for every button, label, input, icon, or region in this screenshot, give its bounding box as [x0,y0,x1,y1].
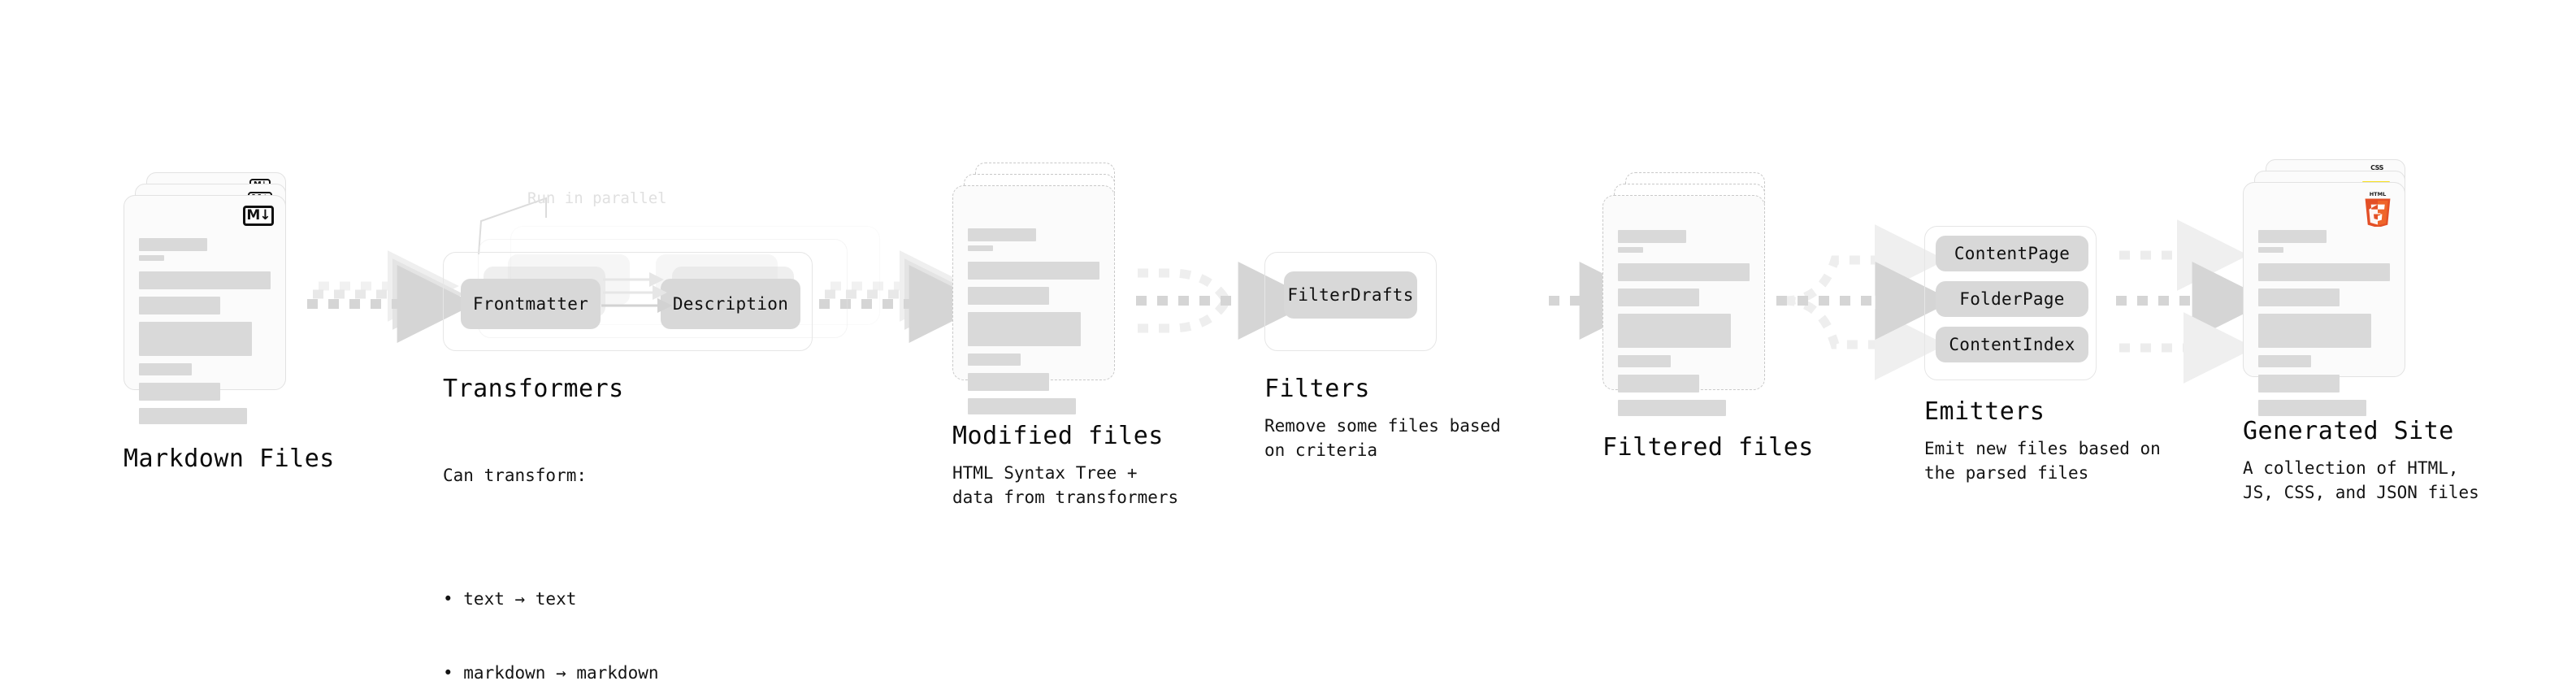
skeleton-line [139,408,247,424]
transform-list: • text → text • markdown → markdown • ht… [443,537,659,681]
modified-files-caption: Modified files HTML Syntax Tree + data f… [952,423,1178,510]
html5-logo-icon: HTML [2365,191,2391,228]
transformers-caption: Transformers Can transform: • text → tex… [443,375,659,681]
transform-list-item: • text → text [443,589,577,609]
skeleton-heading [2258,230,2327,243]
arrow-filtered-to-emitters [1776,224,1954,380]
chip-folderpage[interactable]: FolderPage [1936,281,2088,317]
markdown-skeleton [139,238,271,424]
chip-label: Frontmatter [472,294,589,314]
emitters-caption: Emitters Emit new files based on the par… [1924,398,2161,486]
skeleton-line [968,287,1050,305]
chip-contentindex[interactable]: ContentIndex [1936,327,2088,362]
skeleton-line [968,398,1076,414]
chip-label: ContentIndex [1949,335,2075,354]
skeleton-line [2258,355,2311,367]
arrow-emitters-to-site [2116,219,2270,384]
stage-description: Emit new files based on the parsed files [1924,439,2161,484]
stage-title: Modified files [952,422,1164,450]
skeleton-line [968,354,1021,366]
modified-card-front [952,185,1115,414]
emitters-group-box [1924,226,2097,380]
skeleton-line [139,383,221,401]
skeleton-line [139,322,253,356]
filtered-file-stack [1602,172,1776,416]
skeleton-line [1618,263,1750,281]
skeleton-subheading [2258,247,2283,253]
skeleton-heading [968,228,1037,241]
arrow-modified-to-filters [1136,262,1316,340]
site-skeleton [2258,230,2390,416]
transformer-inner-arrows [601,272,672,313]
svg-text:HTML: HTML [2370,191,2387,197]
markdown-file-stack: M↓ M↓ M↓ [124,172,297,424]
filtered-files-caption: Filtered files [1602,434,1814,461]
skeleton-subheading [968,245,993,251]
skeleton-line [139,271,271,289]
skeleton-heading [139,238,208,251]
markdown-badge: M↓ [243,206,274,226]
markdown-badge-label: M↓ [246,207,271,223]
arrow-markdown-to-transformers [307,250,475,343]
chip-label: Description [672,294,789,314]
stage-title: Filters [1264,375,1370,403]
chip-frontmatter[interactable]: Frontmatter [461,279,601,329]
html5-badge: HTML [2362,191,2393,228]
markdown-files-caption: Markdown Files [124,445,335,472]
chip-label: FolderPage [1959,289,2065,309]
stage-description: Can transform: • text → text • markdown … [443,414,659,681]
stage-description: HTML Syntax Tree + data from transformer… [952,463,1179,508]
chip-description[interactable]: Description [661,279,800,329]
chip-filterdrafts[interactable]: FilterDrafts [1284,271,1417,319]
chip-label: ContentPage [1954,244,2071,263]
stage-description: A collection of HTML, JS, CSS, and JSON … [2243,458,2479,503]
css-badge-label: CSS [2370,165,2383,171]
run-in-parallel-label: Run in parallel [527,189,667,207]
filters-group-box [1264,252,1437,351]
skeleton-subheading [139,255,164,261]
stage-title: Transformers [443,375,624,403]
modified-file-stack [952,163,1126,414]
skeleton-line [1618,375,1700,393]
stage-description: Remove some files based on criteria [1264,416,1501,461]
stage-title: Generated Site [2243,417,2454,445]
filtered-skeleton [1618,230,1750,416]
skeleton-line [968,373,1050,391]
skeleton-line [2258,288,2340,306]
transform-list-item: • markdown → markdown [443,663,659,681]
filtered-card-front [1602,195,1765,416]
skeleton-line [968,262,1099,280]
skeleton-heading [1618,230,1687,243]
skeleton-line [2258,400,2366,416]
transformer-group-front [443,252,813,351]
markdown-card-front: M↓ [124,195,286,424]
site-card-front-html: HTML [2243,182,2405,416]
skeleton-subheading [1618,247,1643,253]
chip-label: FilterDrafts [1287,285,1414,305]
generated-site-caption: Generated Site A collection of HTML, JS,… [2243,418,2479,505]
chip-contentpage[interactable]: ContentPage [1936,236,2088,271]
stage-title: Filtered files [1602,433,1814,462]
skeleton-line [2258,375,2340,393]
stage-title: Emitters [1924,397,2045,426]
skeleton-line [1618,400,1726,416]
skeleton-line [1618,314,1732,348]
skeleton-line [2258,314,2372,348]
skeleton-line [1618,288,1700,306]
generated-site-stack: CSS HTML [2243,159,2417,416]
filters-caption: Filters Remove some files based on crite… [1264,375,1501,463]
skeleton-line [1618,355,1671,367]
skeleton-line [2258,263,2390,281]
modified-skeleton [968,228,1099,414]
skeleton-line [139,297,221,314]
skeleton-line [968,312,1082,346]
skeleton-line [139,363,192,375]
transform-intro: Can transform: [443,465,588,485]
stage-title: Markdown Files [124,445,335,473]
